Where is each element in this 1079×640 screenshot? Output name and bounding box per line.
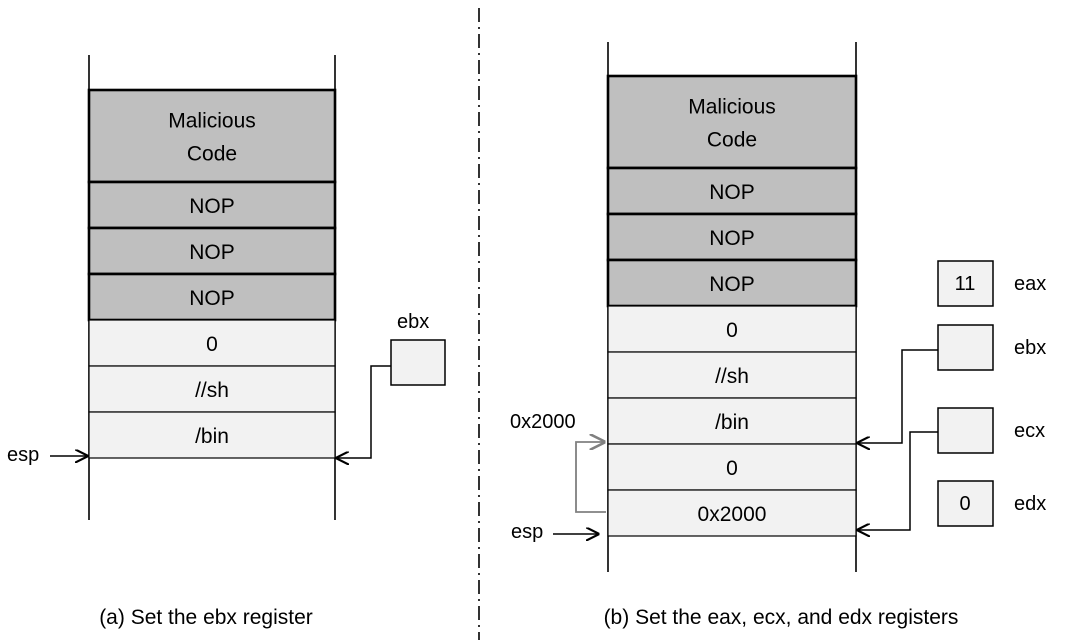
- ecx-register-label: ecx: [1014, 420, 1045, 442]
- stack-b-cell-6-label: /bin: [715, 411, 749, 434]
- ebx-register-box: [937, 324, 994, 371]
- stack-a-cell-4-label: 0: [206, 333, 218, 356]
- ebx-pointer-a: [337, 365, 391, 458]
- stack-b-cell-2: [606, 212, 858, 262]
- ecx-pointer-b: [858, 431, 938, 530]
- stack-b-cell-4: [607, 305, 857, 353]
- stack-b-cell-4-label: 0: [726, 319, 738, 342]
- eax-register-label: eax: [1014, 273, 1046, 295]
- edx-register-label: edx: [1014, 493, 1046, 515]
- pointer-loop-b: [575, 442, 606, 513]
- stack-b-cell-1: [606, 166, 858, 216]
- stack-a-cell-0-label-line-1: Code: [187, 143, 237, 166]
- stack-b-cell-0-label-line-1: Code: [707, 129, 757, 152]
- ebx-pointer-b: [858, 349, 938, 443]
- address-label-b: 0x2000: [510, 411, 576, 433]
- caption-a: (a) Set the ebx register: [99, 606, 313, 629]
- stack-b-cell-0: [606, 74, 858, 170]
- ebx-register-label: ebx: [1014, 337, 1046, 359]
- stack-b-cell-2-label: NOP: [709, 227, 755, 250]
- esp-label-a: esp: [7, 444, 39, 466]
- stack-b-cell-6: [607, 397, 857, 445]
- stack-b-cell-8-label: 0x2000: [698, 503, 767, 526]
- ebx-register-a: [390, 339, 446, 386]
- stack-a-cell-1-label: NOP: [189, 195, 235, 218]
- stack-b-cell-5: [607, 351, 857, 399]
- stack-b-cell-7: [607, 443, 857, 491]
- stack-a-cell-2-label: NOP: [189, 241, 235, 264]
- stack-b-cell-0-label-line-0: Malicious: [688, 96, 776, 119]
- stack-a-cell-0: [87, 88, 337, 184]
- eax-register-box: [937, 260, 994, 307]
- stack-b-cell-5-label: //sh: [715, 365, 749, 388]
- stack-b-cell-1-label: NOP: [709, 181, 755, 204]
- edx-register-box: [937, 480, 994, 527]
- ebx-label-a: ebx: [397, 311, 429, 333]
- registers-b: 11 eax ebx ecx 0 edx: [937, 260, 1046, 527]
- stack-a-cell-6: [88, 411, 336, 459]
- caption-b: (b) Set the eax, ecx, and edx registers: [604, 606, 959, 629]
- stack-a-cell-3-label: NOP: [189, 287, 235, 310]
- stack-a-cell-3: [87, 272, 337, 322]
- stack-b-cell-8: [607, 489, 857, 537]
- stack-b-cell-3-label: NOP: [709, 273, 755, 296]
- stack-b-cell-7-label: 0: [726, 457, 738, 480]
- stack-a-cell-0-label-line-0: Malicious: [168, 110, 256, 133]
- stack-a-cell-6-label: /bin: [195, 425, 229, 448]
- stack-a-cell-2: [87, 226, 337, 276]
- esp-label-b: esp: [511, 521, 543, 543]
- edx-register-value: 0: [959, 493, 970, 515]
- stack-a-cell-1: [87, 180, 337, 230]
- stack-a-cell-5-label: //sh: [195, 379, 229, 402]
- eax-register-value: 11: [955, 273, 976, 295]
- ecx-register-box: [937, 407, 994, 454]
